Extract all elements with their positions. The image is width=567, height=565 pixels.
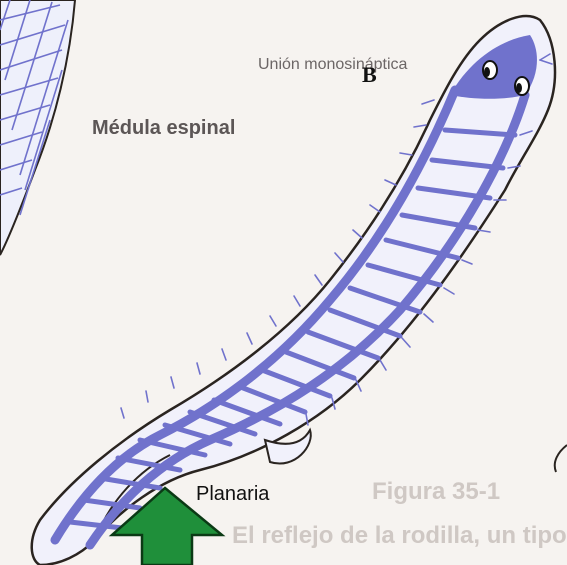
left-organism-mesh: [0, 0, 75, 255]
organism-label: Planaria: [196, 483, 269, 506]
union-label: Unión monosináptica: [258, 56, 407, 74]
background-caption: Figura 35-1: [372, 478, 500, 506]
spinal-cord-label: Médula espinal: [92, 117, 235, 140]
panel-letter: B: [362, 62, 377, 88]
background-paragraph: El reflejo de la rodilla, un tipo: [232, 522, 567, 550]
right-edge-fragment: [555, 445, 567, 472]
